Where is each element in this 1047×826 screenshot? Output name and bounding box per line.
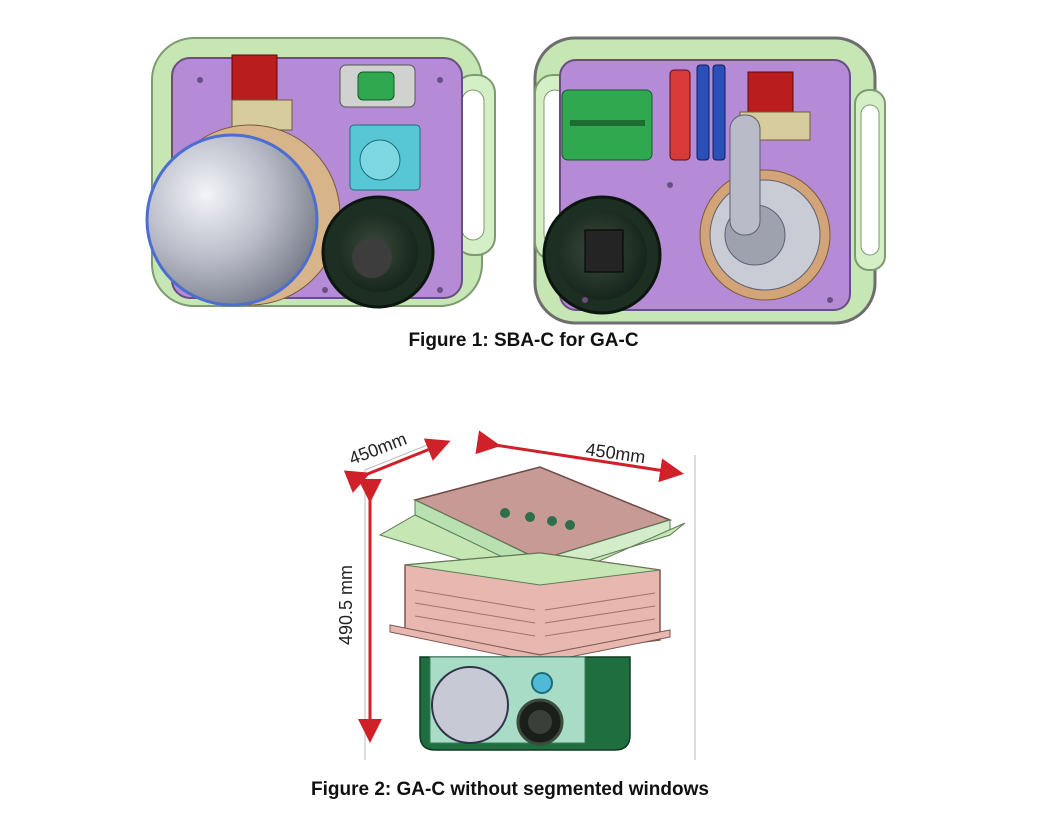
width-dimension-arrow [475,430,684,483]
height-dimension-label: 490.5 mm [336,565,356,645]
figure-1-drawing [145,36,886,325]
figure-2-caption: Figure 2: GA-C without segmented windows [311,779,709,800]
sba-c-right-view [533,36,886,325]
figure-2-drawing: 450mm 450mm 490.5 mm [336,429,696,760]
depth-dimension-label: 450mm [346,429,409,469]
sba-c-left-view [145,37,496,309]
figure-1-caption: Figure 1: SBA-C for GA-C [408,330,639,351]
width-dimension-label: 450mm [584,439,646,467]
depth-dimension-arrow [343,438,451,493]
ga-c-middle-housing [389,552,671,664]
ga-c-sensor-head [419,656,631,751]
